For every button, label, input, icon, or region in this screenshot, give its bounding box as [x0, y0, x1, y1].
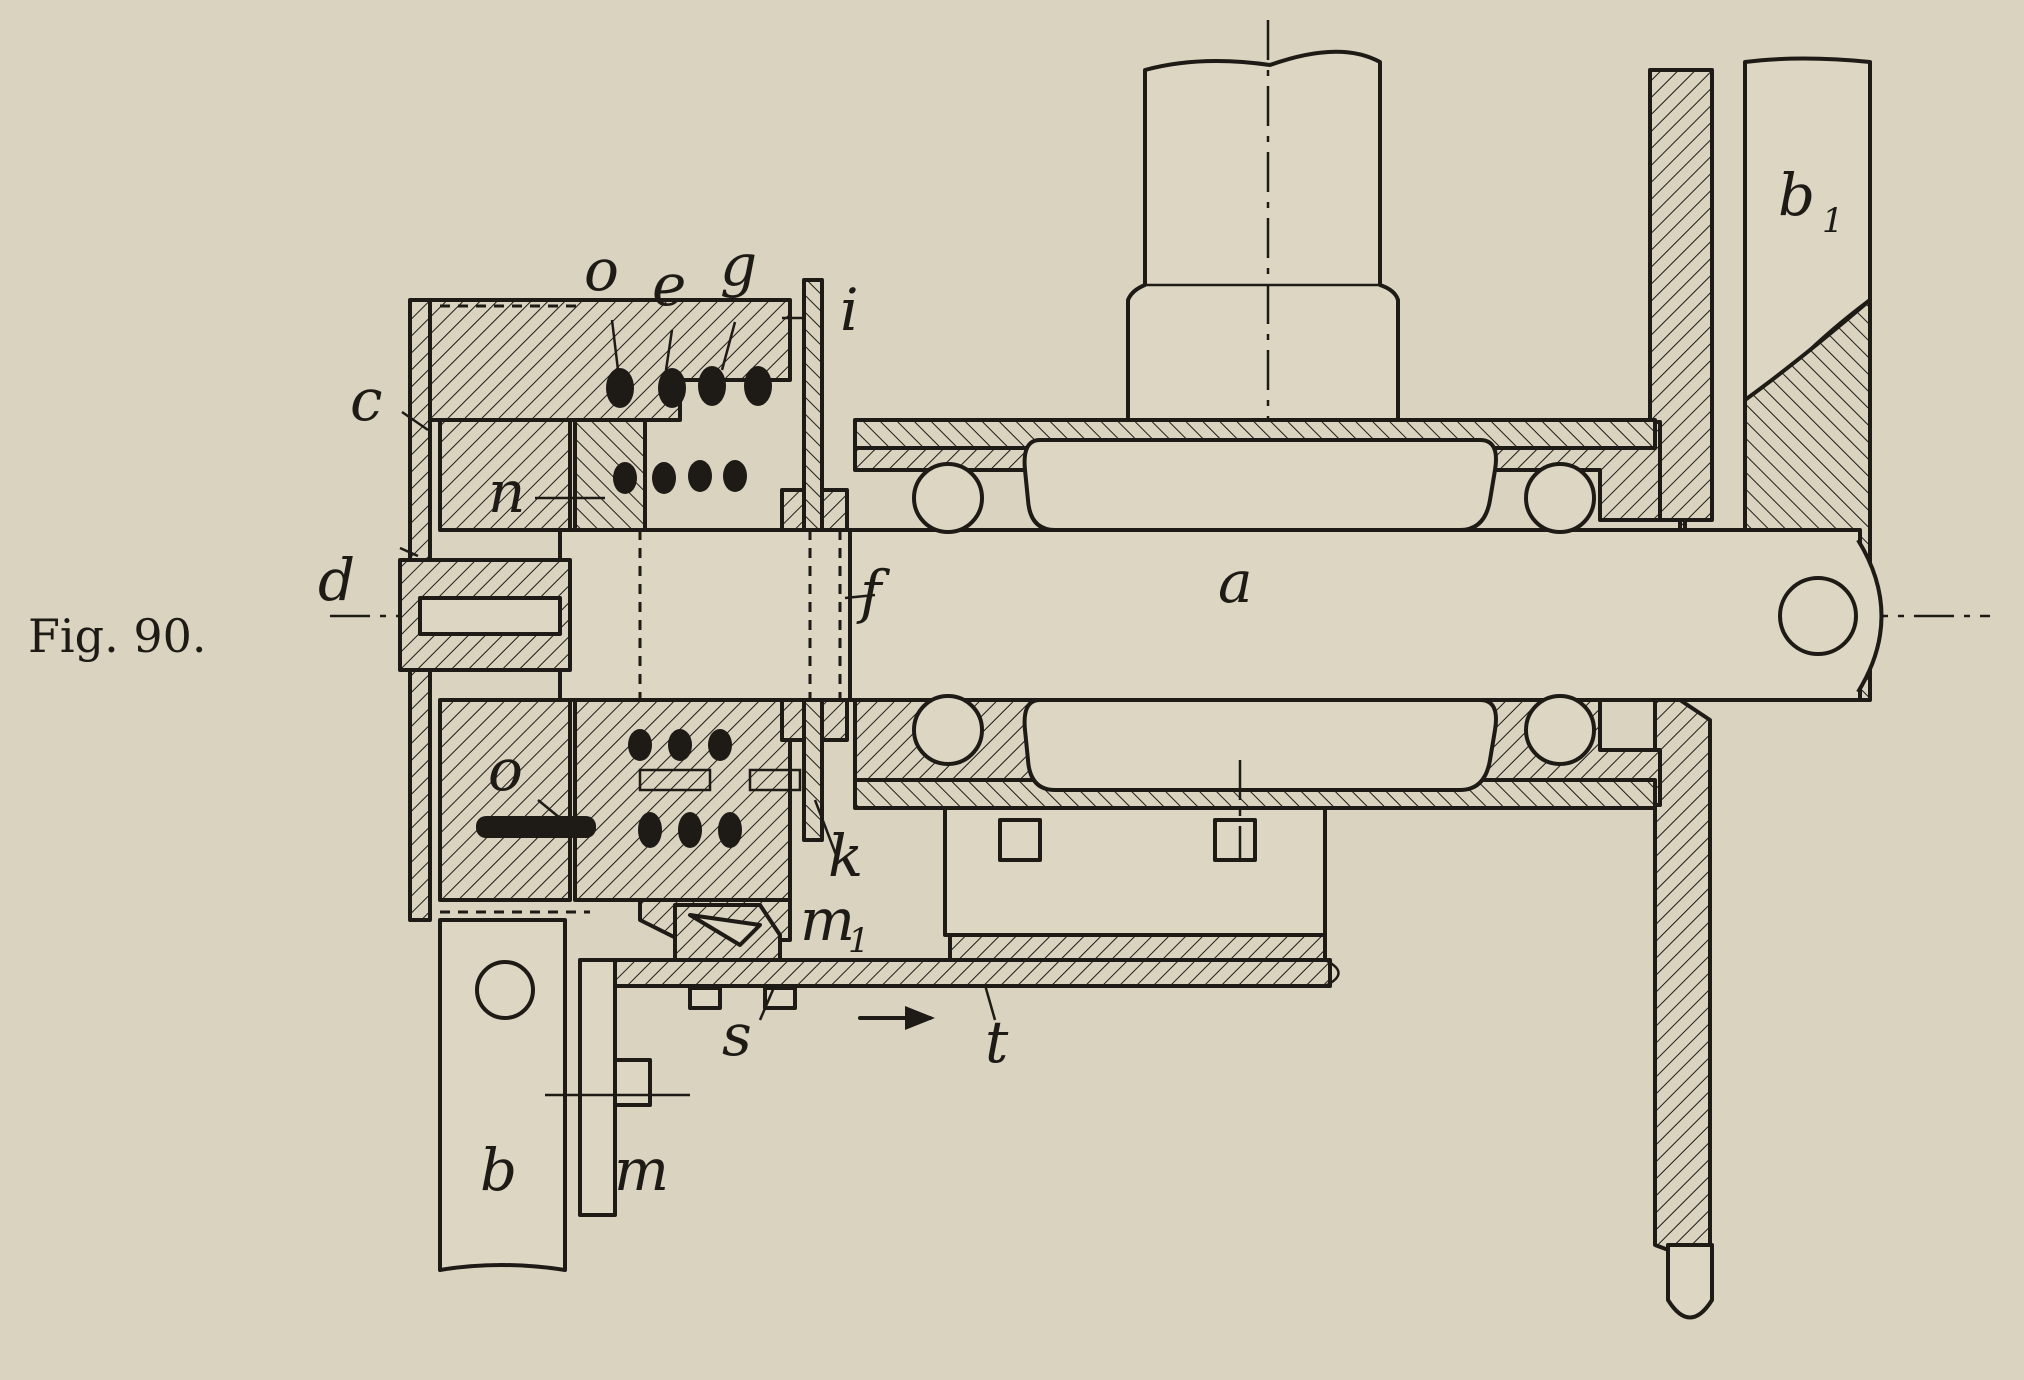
pull-rod-t	[608, 958, 1340, 988]
label-n: n	[488, 458, 525, 526]
figure-caption: Fig. 90.	[28, 609, 206, 663]
label-m1-subscript: 1	[848, 921, 870, 961]
vertical-pipe	[1126, 20, 1400, 470]
label-c: c	[350, 366, 382, 434]
leader-lines	[399, 316, 997, 1021]
label-m1: m	[800, 886, 855, 954]
label-b1-subscript: 1	[1822, 201, 1844, 241]
label-m: m	[614, 1136, 669, 1204]
label-s: s	[722, 1001, 752, 1069]
part-labels: Fig. 90. o e g i c n d f a o k m 1 s t b…	[28, 161, 1844, 1204]
springs	[476, 366, 802, 848]
label-o-top: o	[584, 236, 619, 304]
label-o-bottom: o	[488, 736, 523, 804]
spindle-f	[398, 528, 852, 702]
lever-b	[438, 918, 690, 1272]
label-d: d	[318, 546, 355, 614]
label-a: a	[1218, 548, 1253, 616]
latch-m1	[673, 903, 797, 1010]
direction-arrow	[858, 1006, 935, 1030]
label-g: g	[720, 231, 757, 299]
label-b1: b	[1778, 161, 1815, 229]
label-k: k	[828, 822, 863, 890]
label-t: t	[985, 1008, 1009, 1076]
label-b: b	[480, 1136, 517, 1204]
frame-member-b1	[1648, 56, 1872, 1320]
label-i: i	[840, 276, 859, 344]
ball-bearings	[912, 438, 1596, 792]
label-e: e	[652, 251, 686, 319]
